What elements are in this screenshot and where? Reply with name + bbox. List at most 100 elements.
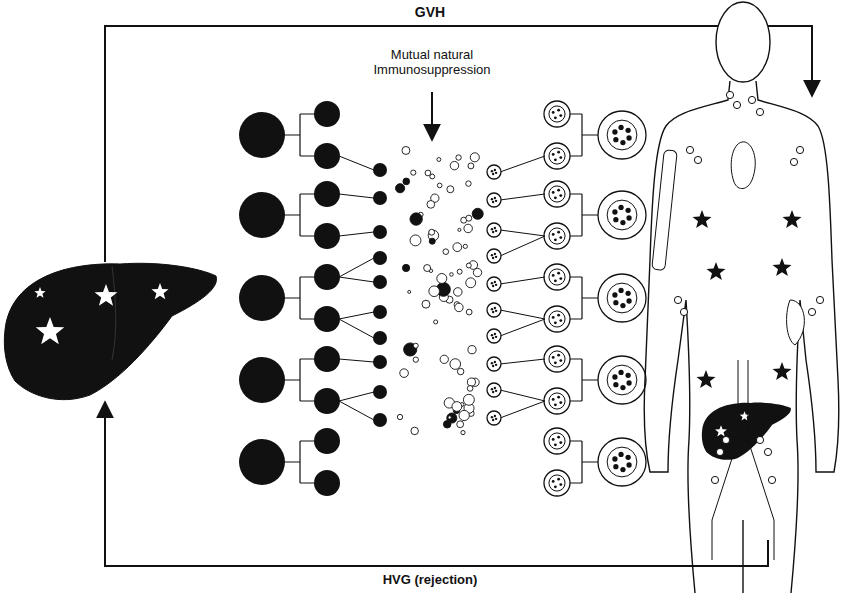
branch-line xyxy=(339,194,374,198)
cell-fragment xyxy=(457,421,464,428)
branch-line xyxy=(570,277,598,319)
cell-nucleus xyxy=(607,200,637,230)
cell-fragment xyxy=(397,414,402,419)
granule-dot xyxy=(613,464,618,469)
granule-dot xyxy=(625,208,630,213)
lymph-node xyxy=(790,158,797,165)
granule-dot xyxy=(495,256,497,258)
cell-fragment xyxy=(437,273,447,283)
donor-cell-small xyxy=(373,275,387,289)
cell-fragment xyxy=(472,208,483,219)
granule-dot xyxy=(492,337,494,339)
granule-dot xyxy=(559,401,562,404)
cell-fragment xyxy=(454,288,463,297)
cell-fragment xyxy=(466,263,471,268)
granule-dot xyxy=(554,443,557,446)
lymph-node xyxy=(733,101,740,108)
branch-line xyxy=(339,258,374,277)
recipient-cell xyxy=(544,306,570,332)
granule-dot xyxy=(552,191,555,194)
recipient-cell-small xyxy=(487,165,501,179)
donor-cell xyxy=(314,306,340,332)
lymph-node xyxy=(686,146,693,153)
lymph-node xyxy=(808,308,815,315)
granule-dot xyxy=(494,227,496,229)
granule-dot xyxy=(618,125,623,130)
lymph-node xyxy=(674,296,681,303)
lymph-node xyxy=(722,436,729,443)
recipient-cell-large xyxy=(598,191,646,239)
granule-dot xyxy=(494,333,496,335)
cell-fragment xyxy=(468,346,476,354)
cell-fragment xyxy=(400,369,409,378)
cell-fragment xyxy=(473,268,481,276)
branch-line xyxy=(339,319,374,338)
granule-dot xyxy=(618,288,623,293)
lymph-node xyxy=(756,108,763,115)
granule-dot xyxy=(552,111,555,114)
granule-dot xyxy=(612,292,617,297)
granule-dot xyxy=(491,362,493,364)
granule-dot xyxy=(552,274,555,277)
granule-dot xyxy=(613,217,618,222)
branch-line xyxy=(339,392,374,401)
donor-cell-star xyxy=(692,210,711,228)
granule-dot xyxy=(613,300,618,305)
donor-cell xyxy=(314,181,340,207)
granule-dot xyxy=(494,253,496,255)
cell-nucleus xyxy=(607,120,637,150)
granule-dot xyxy=(557,354,560,357)
granule-dot xyxy=(491,416,493,418)
cell-fragment xyxy=(463,244,467,248)
cell-nucleus xyxy=(549,475,565,491)
donor-cell-small xyxy=(373,163,387,177)
recipient-cell-small xyxy=(487,277,501,291)
granule-dot xyxy=(625,455,630,460)
cell-fragment xyxy=(450,161,458,169)
cell-fragment xyxy=(411,427,419,435)
recipient-cell-small xyxy=(487,329,501,343)
donor-cell-large xyxy=(239,192,285,238)
cell-fragment xyxy=(422,300,430,308)
donor-cell xyxy=(314,428,340,454)
granule-dot xyxy=(494,307,496,309)
granule-dot xyxy=(559,194,562,197)
recipient-body xyxy=(644,2,839,593)
liver-lobe-line xyxy=(112,266,116,360)
cell-fragment xyxy=(470,153,479,162)
granule-dot xyxy=(554,238,557,241)
cell-nucleus xyxy=(549,186,565,202)
branch-line xyxy=(570,114,598,156)
cell-fragment xyxy=(468,163,474,169)
donor-cell-small xyxy=(373,251,387,265)
recipient-cell xyxy=(544,181,570,207)
branch-line xyxy=(284,114,314,156)
recipient-cell-large xyxy=(598,438,646,486)
cell-fragment xyxy=(427,201,435,209)
branch-line xyxy=(339,232,374,236)
granule-dot xyxy=(492,311,494,313)
donor-cell-small xyxy=(373,305,387,319)
donor-liver xyxy=(4,263,216,399)
recipient-cell-large xyxy=(598,274,646,322)
branch-line xyxy=(500,390,545,401)
lymph-node xyxy=(680,308,687,315)
heart-shape xyxy=(731,142,755,189)
cell-fragment xyxy=(466,309,472,315)
cell-populations xyxy=(239,101,646,496)
cell-nucleus xyxy=(549,393,565,409)
cell-fragment xyxy=(410,213,422,225)
donor-cell-small xyxy=(373,413,387,427)
cell-fragment xyxy=(459,410,469,420)
cell-fragment xyxy=(402,264,409,271)
cell-fragment xyxy=(402,146,410,154)
granule-dot xyxy=(554,321,557,324)
donor-cell-star xyxy=(772,362,791,380)
granule-dot xyxy=(491,282,493,284)
cell-fragment xyxy=(467,386,473,392)
granule-dot xyxy=(554,361,557,364)
donor-cell-star xyxy=(772,258,791,276)
granule-dot xyxy=(612,129,617,134)
recipient-cell-small xyxy=(487,411,501,425)
cell-fragment xyxy=(413,357,418,362)
